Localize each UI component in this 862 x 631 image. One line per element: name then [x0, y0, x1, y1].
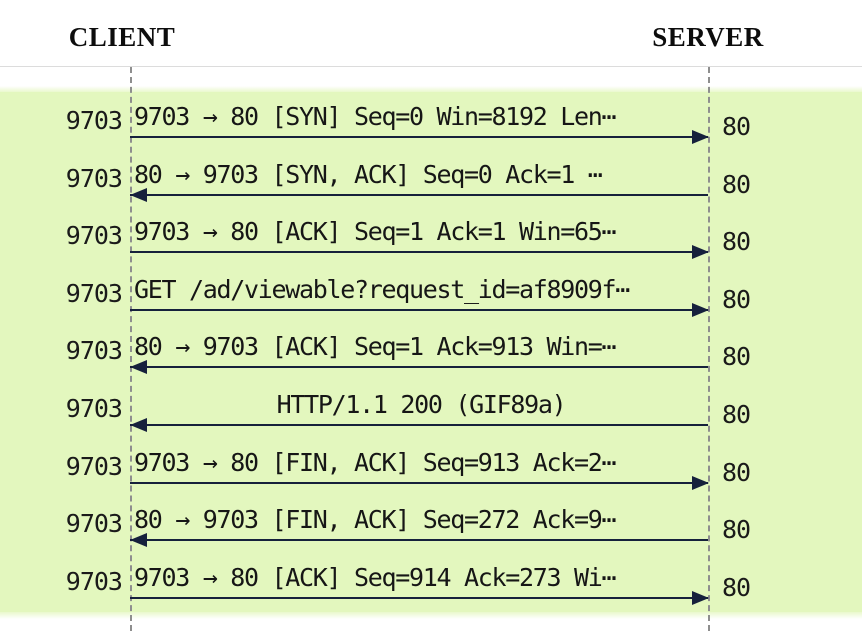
flow-band-fade-top — [0, 86, 862, 94]
client-port-label: 9703 — [65, 163, 123, 193]
message-label: 80 → 9703 [ACK] Seq=1 Ack=913 Win=⋯ — [134, 332, 617, 362]
server-port-label: 80 — [722, 284, 751, 314]
client-port-label: 9703 — [65, 221, 123, 251]
header-separator-rule — [0, 66, 862, 67]
client-port-label: 9703 — [65, 278, 123, 308]
server-port-label: 80 — [722, 457, 751, 487]
message-label: HTTP/1.1 200 (GIF89a) — [276, 390, 567, 419]
client-port-label: 9703 — [65, 451, 123, 481]
message-arrow-shaft — [130, 193, 708, 196]
arrow-head-left-icon — [130, 360, 147, 375]
arrow-head-right-icon — [692, 302, 709, 317]
arrow-head-right-icon — [692, 590, 709, 605]
server-port-label: 80 — [722, 342, 751, 372]
message-arrow-shaft — [130, 596, 708, 599]
message-row[interactable]: 9703 80 80 → 9703 [ACK] Seq=1 Ack=913 Win=… — [0, 322, 862, 380]
server-port-label: 80 — [722, 227, 751, 257]
message-row[interactable]: 9703 80 80 → 9703 [FIN, ACK] Seq=272 Ack=9… — [0, 495, 862, 553]
client-port-label: 9703 — [65, 394, 123, 423]
arrow-head-right-icon — [692, 245, 709, 260]
flow-band-fade-bottom — [0, 610, 862, 619]
message-arrow-shaft — [130, 539, 708, 542]
message-row[interactable]: 9703 80 9703 → 80 [ACK] Seq=1 Ack=1 Win=65… — [0, 207, 862, 265]
message-row[interactable]: 9703 80 80 → 9703 [SYN, ACK] Seq=0 Ack=1 ⋯ — [0, 150, 862, 208]
client-port-label: 9703 — [65, 509, 123, 539]
message-label: 9703 → 80 [ACK] Seq=1 Ack=1 Win=65⋯ — [134, 217, 617, 247]
server-port-label: 80 — [722, 400, 751, 429]
message-arrow-shaft — [130, 136, 708, 138]
message-arrow-shaft — [130, 424, 708, 426]
message-label: GET /ad/viewable?request_id=af8909f⋯ — [134, 274, 630, 304]
arrow-head-right-icon — [692, 475, 709, 490]
message-label: 9703 → 80 [SYN] Seq=0 Win=8192 Len⋯ — [134, 102, 617, 131]
message-arrow-shaft — [130, 366, 708, 369]
message-row[interactable]: 9703 80 9703 → 80 [ACK] Seq=914 Ack=273 Wi… — [0, 553, 862, 611]
header-band — [0, 0, 862, 67]
flow-highlight-band — [0, 92, 862, 612]
message-row[interactable]: 9703 80 HTTP/1.1 200 (GIF89a) — [0, 380, 862, 438]
message-label: 80 → 9703 [FIN, ACK] Seq=272 Ack=9⋯ — [134, 505, 617, 535]
lifeline-client — [130, 67, 132, 631]
message-arrow-shaft — [130, 251, 708, 254]
message-label: 80 → 9703 [SYN, ACK] Seq=0 Ack=1 ⋯ — [134, 159, 603, 189]
arrow-head-left-icon — [130, 533, 147, 548]
message-row[interactable]: 9703 80 GET /ad/viewable?request_id=af8909… — [0, 265, 862, 323]
arrow-head-left-icon — [130, 418, 147, 432]
endpoint-title-client: CLIENT — [68, 22, 176, 52]
client-port-label: 9703 — [65, 566, 123, 596]
message-label: 9703 → 80 [ACK] Seq=914 Ack=273 Wi⋯ — [134, 562, 617, 592]
client-port-label: 9703 — [65, 336, 123, 366]
server-port-label: 80 — [722, 515, 751, 545]
arrow-head-right-icon — [692, 130, 709, 144]
arrow-head-left-icon — [130, 187, 147, 202]
message-label: 9703 → 80 [FIN, ACK] Seq=913 Ack=2⋯ — [134, 447, 617, 477]
server-port-label: 80 — [722, 112, 751, 141]
client-port-label: 9703 — [65, 106, 123, 135]
server-port-label: 80 — [722, 572, 751, 602]
endpoint-title-server: SERVER — [652, 22, 764, 52]
lifeline-server — [708, 67, 710, 631]
message-row[interactable]: 9703 80 9703 → 80 [SYN] Seq=0 Win=8192 Len… — [0, 92, 862, 150]
message-arrow-shaft — [130, 308, 708, 311]
server-port-label: 80 — [722, 169, 751, 199]
message-arrow-shaft — [130, 481, 708, 484]
message-row[interactable]: 9703 80 9703 → 80 [FIN, ACK] Seq=913 Ack=2… — [0, 438, 862, 496]
